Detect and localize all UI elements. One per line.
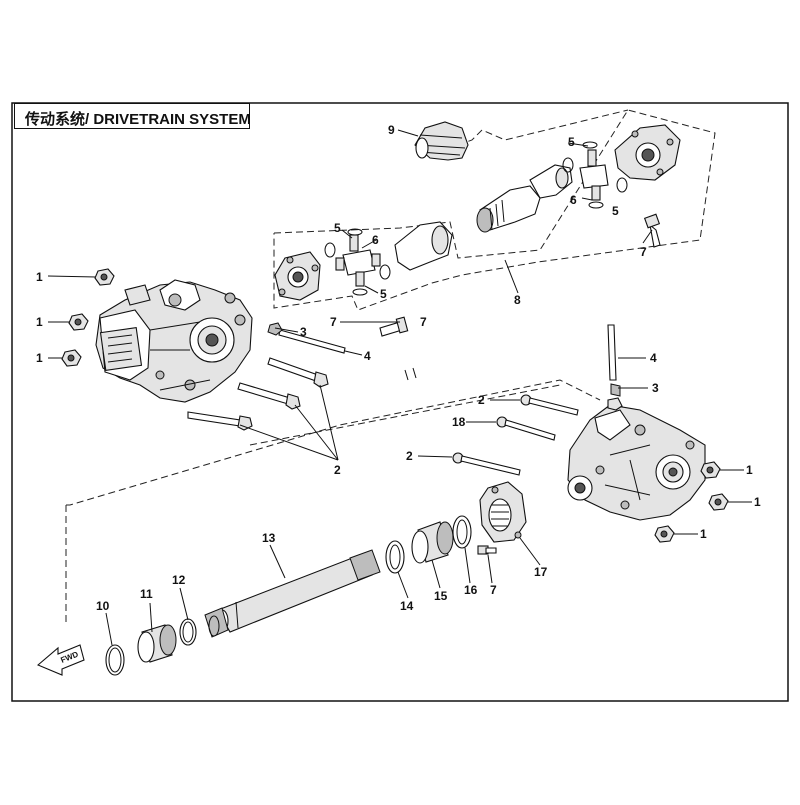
sleeve-11: [137, 624, 177, 663]
stud-right: [607, 324, 623, 411]
callout-9: 9: [388, 123, 395, 137]
callout-8: 8: [514, 293, 521, 307]
flange-left: [274, 251, 321, 301]
axis-dash: [249, 384, 561, 446]
callout-10: 10: [96, 599, 110, 613]
ring-14: [385, 540, 405, 574]
shaft-13: [204, 549, 381, 638]
callout-4: 4: [650, 351, 657, 365]
nut-left-3: [61, 349, 82, 367]
callout-numbers: 1 1 1 2 2 2 3 3 4 4 5 5 5 5 6 6 7 7 7 7 …: [36, 123, 761, 613]
callout-2: 2: [334, 463, 341, 477]
callout-1: 1: [700, 527, 707, 541]
callout-5: 5: [612, 204, 619, 218]
callout-13: 13: [262, 531, 276, 545]
callout-1: 1: [36, 270, 43, 284]
bolt-7-lower: [477, 545, 497, 555]
callout-4: 4: [364, 349, 371, 363]
front-gear-case: [567, 404, 706, 521]
bolt-right-18: [496, 416, 556, 441]
callout-14: 14: [400, 599, 414, 613]
upper-yoke-outline: [457, 109, 629, 146]
page-title: 传动系统/ DRIVETRAIN SYSTEM: [25, 111, 251, 128]
callout-3: 3: [300, 325, 307, 339]
callout-7: 7: [420, 315, 427, 329]
bolt-7-left: [379, 316, 409, 337]
flange-17: [479, 481, 527, 543]
callout-2: 2: [406, 449, 413, 463]
callout-1: 1: [754, 495, 761, 509]
ring-10: [105, 644, 125, 676]
callout-1: 1: [746, 463, 753, 477]
splined-yoke-shaft: [476, 164, 573, 233]
title-box: 传动系统/ DRIVETRAIN SYSTEM: [14, 103, 251, 129]
callout-5: 5: [380, 287, 387, 301]
callout-18: 18: [452, 415, 466, 429]
bolt-right-2b: [452, 452, 521, 476]
rear-gear-case: [95, 279, 253, 403]
callout-7: 7: [490, 583, 497, 597]
flange-right: [614, 124, 681, 181]
seal-15: [411, 521, 454, 564]
page-frame: [11, 102, 789, 702]
callout-16: 16: [464, 583, 478, 597]
universal-joint-left: [324, 228, 391, 296]
bolt-left-a: [187, 411, 253, 431]
callout-7: 7: [330, 315, 337, 329]
fwd-arrow-icon: [36, 644, 85, 676]
callout-1: 1: [36, 315, 43, 329]
propshaft-group-outline: [273, 109, 716, 311]
ring-12: [179, 618, 197, 646]
nut-right-2: [708, 493, 729, 511]
nut-right-3: [654, 525, 675, 543]
yoke-left: [394, 221, 453, 271]
callout-17: 17: [534, 565, 548, 579]
stud-left: [267, 322, 346, 354]
bolt-7-right: [643, 213, 661, 248]
callout-1: 1: [36, 351, 43, 365]
universal-joint-right: [562, 141, 628, 209]
callout-3: 3: [652, 381, 659, 395]
ring-16: [452, 515, 472, 549]
rubber-boot: [414, 121, 469, 161]
callout-15: 15: [434, 589, 448, 603]
bolt-left-c: [267, 357, 329, 388]
callout-7: 7: [640, 245, 647, 259]
bolt-right-2a: [520, 394, 579, 416]
callout-5: 5: [334, 221, 341, 235]
callout-6: 6: [372, 233, 379, 247]
leader-lines: [47, 129, 752, 646]
front-shaft-outline: [66, 379, 601, 506]
callout-5: 5: [568, 135, 575, 149]
nut-right-1: [700, 461, 721, 479]
nut-left-2: [68, 313, 89, 331]
callout-12: 12: [172, 573, 186, 587]
callout-2: 2: [478, 393, 485, 407]
nut-left-1: [94, 268, 115, 286]
callout-6: 6: [570, 193, 577, 207]
bolt-left-b: [237, 382, 301, 410]
callout-11: 11: [140, 587, 153, 601]
